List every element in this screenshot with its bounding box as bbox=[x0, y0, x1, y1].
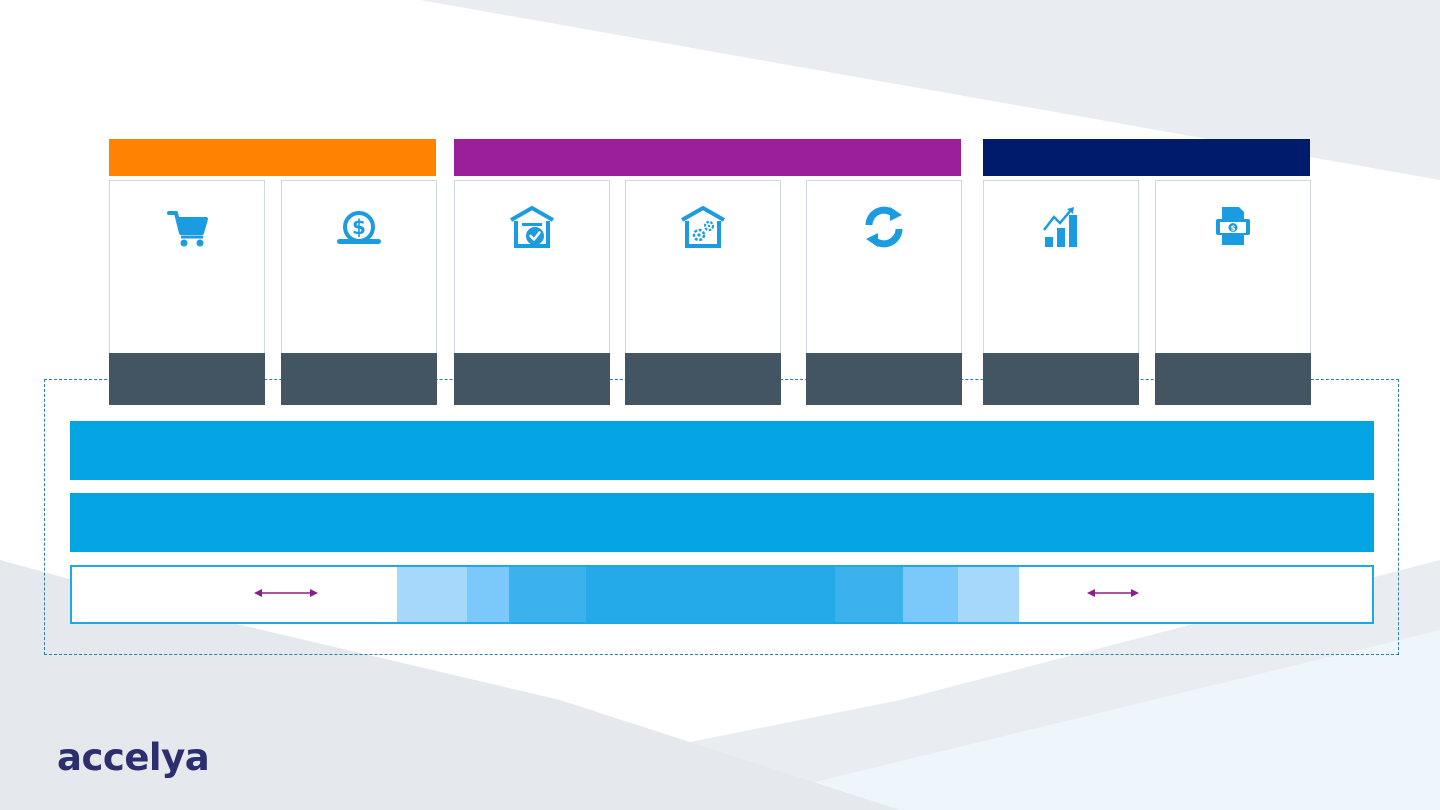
spectrum-segment bbox=[467, 567, 509, 622]
spectrum-bar bbox=[70, 565, 1374, 624]
card-footer bbox=[454, 353, 610, 405]
bar-chart-growth-icon bbox=[1037, 203, 1085, 251]
card-footer bbox=[1155, 353, 1311, 405]
spectrum-segment bbox=[509, 567, 586, 622]
double-arrow-left-icon bbox=[254, 586, 318, 600]
spectrum-segment bbox=[835, 567, 903, 622]
platform-bar-middle bbox=[70, 493, 1374, 552]
shopping-cart-icon bbox=[163, 203, 211, 251]
spectrum-segment bbox=[903, 567, 958, 622]
card-footer bbox=[806, 353, 962, 405]
module-card-invoice: $ bbox=[1155, 180, 1311, 405]
spectrum-segment bbox=[586, 567, 835, 622]
card-footer bbox=[983, 353, 1139, 405]
orange-group-header bbox=[109, 139, 436, 176]
warehouse-check-icon bbox=[508, 203, 556, 251]
recycle-arrows-icon bbox=[860, 203, 908, 251]
navy-group-header bbox=[983, 139, 1310, 176]
spectrum-segment bbox=[958, 567, 1019, 622]
module-card-warehouse-check bbox=[454, 180, 610, 405]
svg-text:$: $ bbox=[1231, 225, 1236, 233]
spectrum-segment bbox=[1019, 567, 1372, 622]
spectrum-segment bbox=[397, 567, 467, 622]
card-footer bbox=[109, 353, 265, 405]
spectrum-segment bbox=[72, 567, 397, 622]
svg-text:$: $ bbox=[352, 215, 366, 239]
purple-group-header bbox=[454, 139, 961, 176]
platform-bar-top bbox=[70, 421, 1374, 480]
invoice-printer-icon: $ bbox=[1209, 203, 1257, 251]
card-footer bbox=[625, 353, 781, 405]
module-card-warehouse-gears bbox=[625, 180, 781, 405]
card-footer bbox=[281, 353, 437, 405]
module-card-recycle bbox=[806, 180, 962, 405]
module-card-cart bbox=[109, 180, 265, 405]
coin-slot-icon: $ bbox=[335, 203, 383, 251]
module-card-coin: $ bbox=[281, 180, 437, 405]
warehouse-gears-icon bbox=[679, 203, 727, 251]
module-card-growth-chart bbox=[983, 180, 1139, 405]
double-arrow-right-icon bbox=[1087, 586, 1139, 600]
accelya-logo: accelya bbox=[57, 736, 210, 779]
